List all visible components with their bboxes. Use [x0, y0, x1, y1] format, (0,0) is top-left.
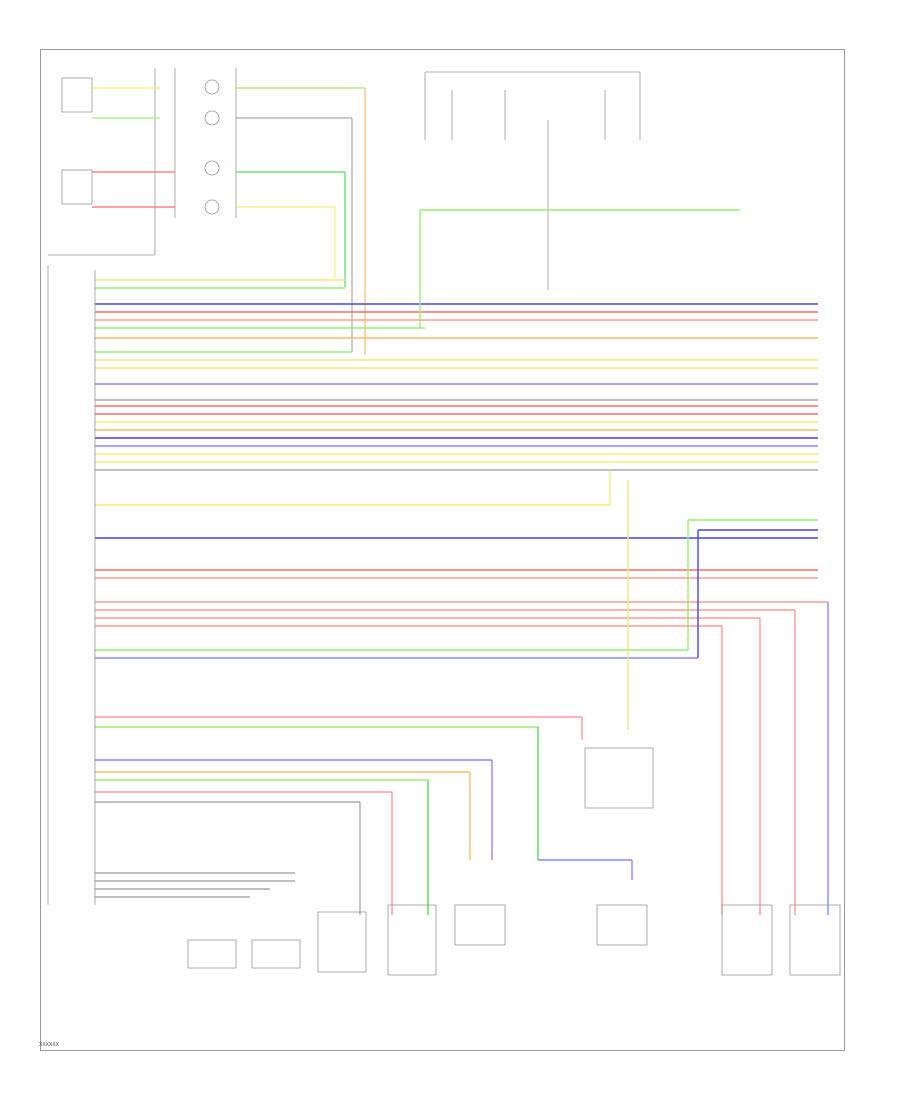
component-5	[454, 904, 506, 946]
squib-3-icon	[204, 160, 220, 176]
component-6	[596, 904, 648, 946]
component-1	[187, 939, 237, 969]
connector-pins	[47, 265, 96, 905]
sensor-box-bottom	[61, 169, 93, 205]
diagram-frame	[40, 49, 845, 1051]
lower-harness	[95, 716, 633, 915]
image-ref: XXXXXX	[39, 1042, 60, 1048]
squib-1-icon	[204, 79, 220, 95]
main-harness	[95, 279, 828, 659]
component-8	[789, 904, 841, 976]
right-drops	[419, 209, 829, 915]
sensor-box-top	[61, 77, 93, 113]
occupant-sensor-box	[584, 747, 654, 809]
component-4	[387, 904, 437, 976]
upper-left-components	[48, 68, 237, 256]
upper-left-wires	[92, 87, 366, 355]
bottom-components	[187, 747, 841, 976]
component-7	[721, 904, 773, 976]
squib-4-icon	[204, 199, 220, 215]
component-2	[251, 939, 301, 969]
component-3	[317, 911, 367, 973]
fuse-box	[424, 71, 641, 290]
squib-2-icon	[204, 110, 220, 126]
